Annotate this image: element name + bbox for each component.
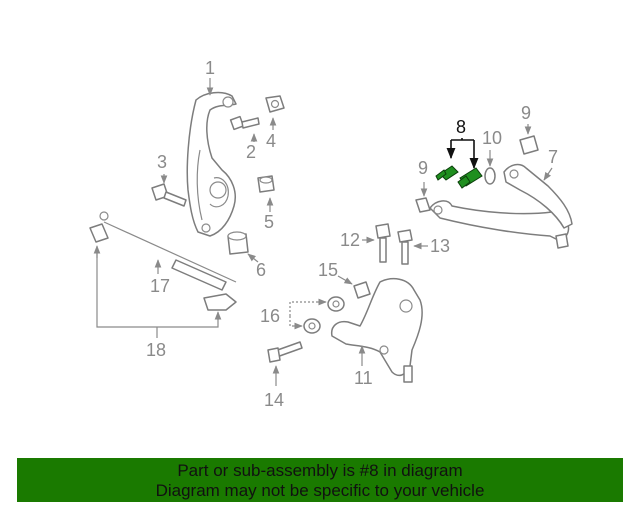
- callout-14: 14: [264, 390, 284, 410]
- footer-banner: Part or sub-assembly is #8 in diagram Di…: [17, 458, 623, 502]
- callout-12: 12: [340, 230, 360, 250]
- callout-11: 11: [354, 368, 373, 388]
- callout-8: 8: [456, 117, 466, 137]
- rod-17: [89, 211, 237, 311]
- callout-10: 10: [482, 128, 502, 148]
- callout-4: 4: [266, 131, 276, 151]
- highlighted-bolt-8a: [435, 165, 459, 181]
- banner-line-1: Part or sub-assembly is #8 in diagram: [177, 461, 463, 480]
- callout-6: 6: [256, 260, 266, 280]
- washer-9-left: [415, 197, 431, 213]
- callout-13: 13: [430, 236, 450, 256]
- steering-knuckle: [186, 91, 237, 237]
- nut-9-right: [519, 135, 539, 155]
- callout-3: 3: [157, 152, 167, 172]
- parts-diagram: 1 2 4 3 5 6 17 18: [89, 58, 573, 410]
- washer-10: [484, 167, 496, 185]
- lower-arm-11: [330, 277, 423, 383]
- bolt-12: [375, 223, 391, 263]
- nut-4: [265, 95, 285, 113]
- sensor-14: [267, 341, 303, 363]
- callout-15: 15: [318, 260, 338, 280]
- callout-9-right: 9: [521, 103, 531, 123]
- bushing-16b: [303, 318, 321, 334]
- callout-2: 2: [246, 142, 256, 162]
- nut-5: [257, 175, 275, 193]
- nut-15: [353, 281, 371, 299]
- callout-5: 5: [264, 212, 274, 232]
- callout-16: 16: [260, 306, 280, 326]
- callout-1: 1: [205, 58, 215, 78]
- bolt-3: [151, 183, 187, 207]
- bushing-6: [227, 231, 249, 255]
- upper-control-arm: [429, 163, 573, 249]
- bolt-2: [229, 115, 260, 131]
- bolt-13: [397, 229, 413, 265]
- callout-17: 17: [150, 276, 170, 296]
- callout-9-left: 9: [418, 158, 428, 178]
- highlighted-bolt-8b: [457, 167, 483, 189]
- callout-7: 7: [548, 147, 558, 167]
- callout-18: 18: [146, 340, 166, 360]
- banner-line-2: Diagram may not be specific to your vehi…: [155, 481, 485, 500]
- bushing-16a: [327, 296, 345, 312]
